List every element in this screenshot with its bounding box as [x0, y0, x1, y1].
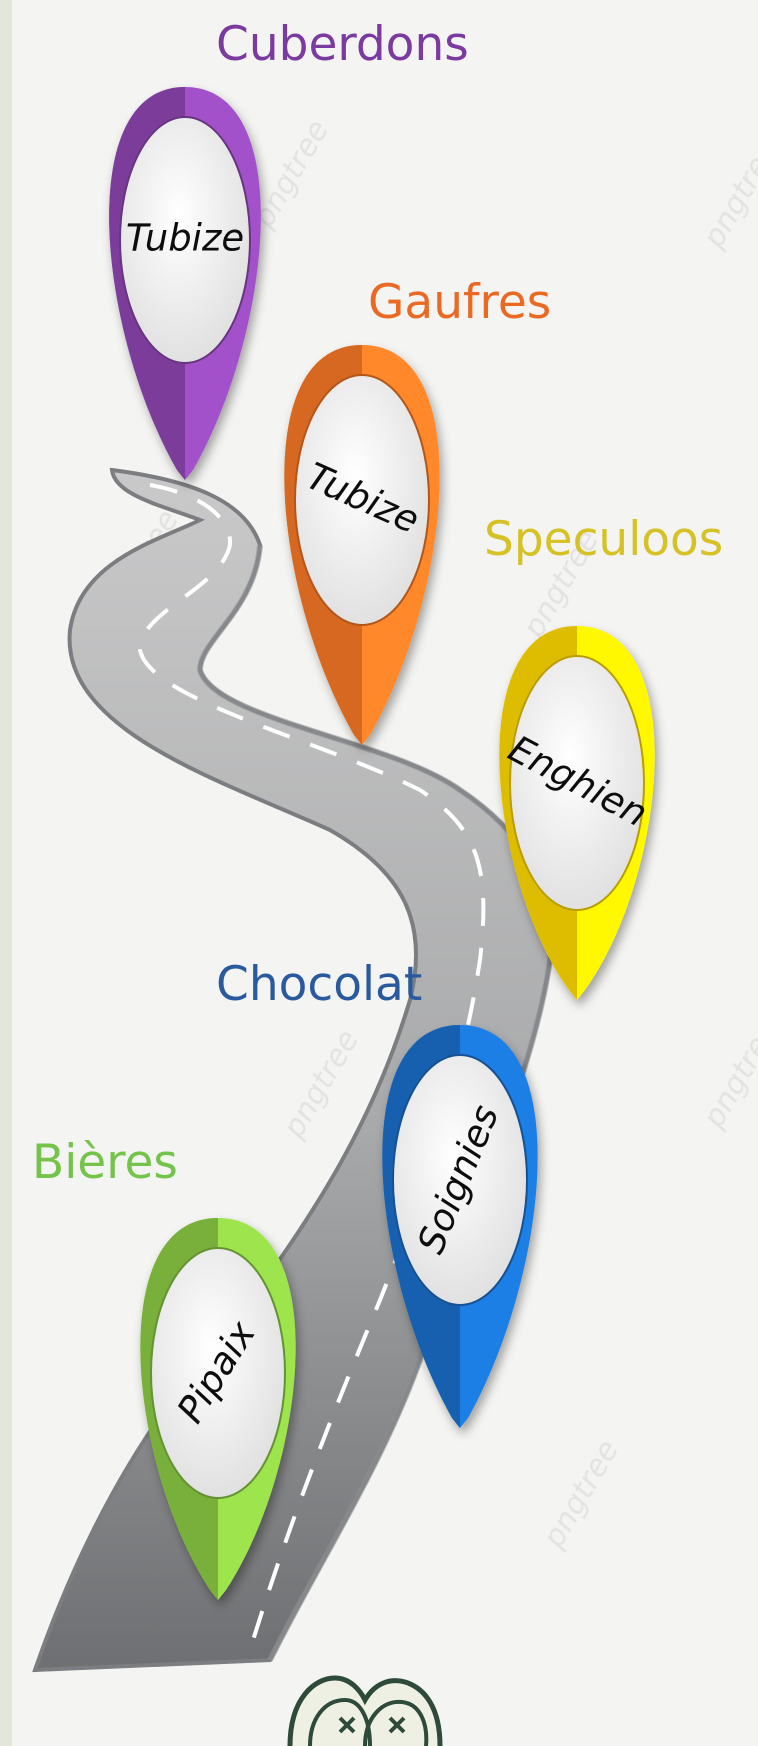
- map-pin-chocolat: Soignies: [382, 1025, 538, 1428]
- category-label-speculoos: Speculoos: [484, 512, 723, 567]
- road-lane-markings: [137, 483, 486, 1651]
- watermark-8: pngtree: [536, 1434, 626, 1555]
- watermark-6: pngtree: [276, 1024, 366, 1145]
- map-pin-speculoos: Enghien: [499, 626, 655, 1000]
- watermark-2: pngtree: [696, 134, 758, 255]
- category-label-bieres: Bières: [32, 1135, 178, 1190]
- pin-face: [150, 1247, 286, 1499]
- partial-logo-icon: [287, 1675, 443, 1746]
- category-label-chocolat: Chocolat: [216, 957, 422, 1012]
- town-label-tubize: Tubize: [126, 217, 244, 260]
- map-pin-bires: Pipaix: [140, 1218, 296, 1600]
- watermark-5: pngtree: [696, 1014, 758, 1135]
- category-label-gaufres: Gaufres: [368, 275, 551, 330]
- pin-face: [119, 116, 251, 364]
- left-edge-strip: [0, 0, 12, 1746]
- pin-face: [509, 655, 645, 911]
- category-labels: Cuberdons Gaufres Speculoos Chocolat Biè…: [32, 17, 723, 1190]
- pin-face: [392, 1054, 528, 1306]
- category-label-cuberdons: Cuberdons: [216, 17, 469, 72]
- pin-face: [294, 374, 430, 626]
- map-pin-cuberdons: Tubize: [109, 87, 261, 480]
- map-pin-gaufres: Tubize: [284, 345, 440, 745]
